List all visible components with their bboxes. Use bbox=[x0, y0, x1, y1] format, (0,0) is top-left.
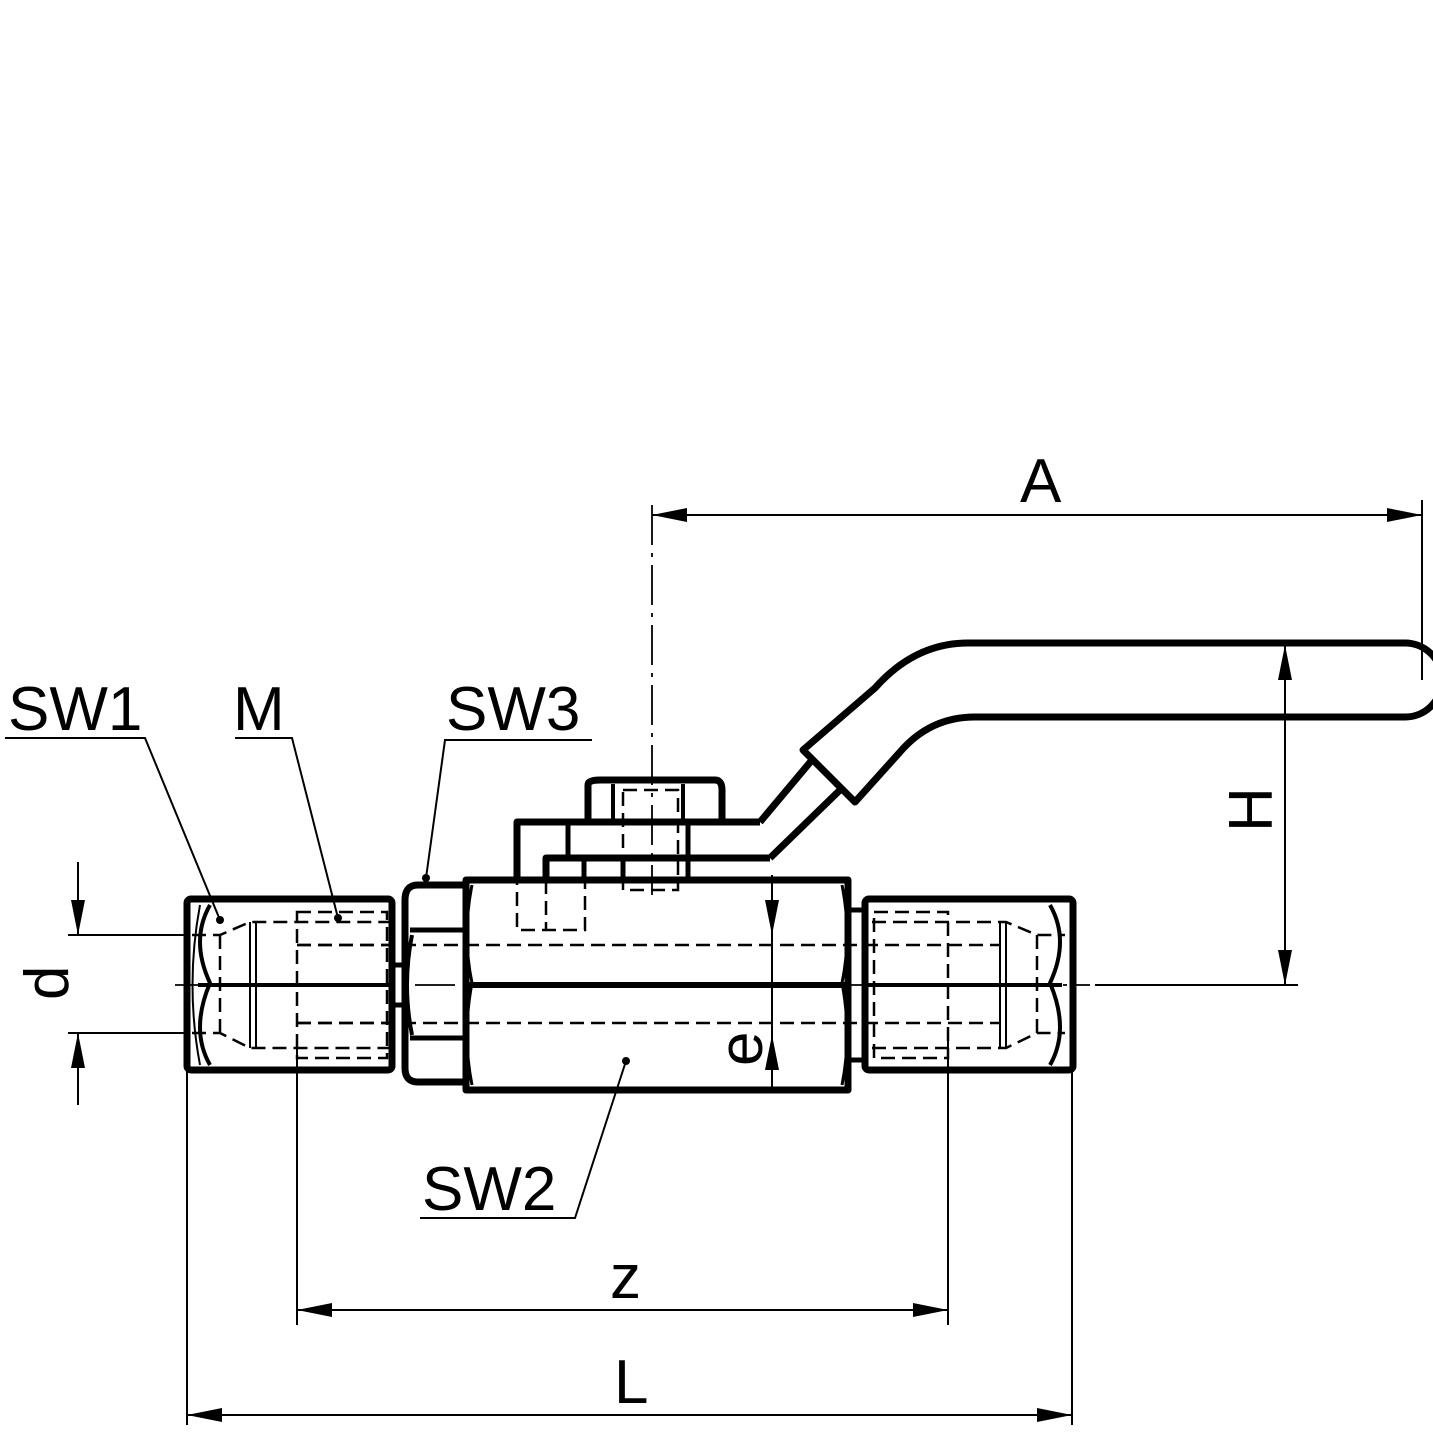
right-union-nut bbox=[845, 895, 1077, 1074]
m-leader bbox=[235, 737, 339, 919]
dim-label-l: L bbox=[614, 1348, 648, 1417]
dimension-l bbox=[186, 1045, 1073, 1425]
dim-label-a: A bbox=[1020, 447, 1062, 516]
dim-label-h: H bbox=[1217, 787, 1286, 832]
dimension-h bbox=[1095, 645, 1298, 986]
sw2-leader bbox=[420, 1060, 627, 1219]
dim-label-e: e bbox=[707, 1032, 776, 1066]
dimension-z bbox=[296, 1040, 949, 1325]
label-sw1: SW1 bbox=[8, 675, 142, 744]
dim-label-z: z bbox=[610, 1243, 641, 1312]
stem-and-handle bbox=[513, 505, 1433, 895]
dim-label-d: d bbox=[13, 966, 82, 1000]
sw3-hex-nut bbox=[401, 874, 465, 1086]
label-sw2: SW2 bbox=[422, 1155, 556, 1224]
label-m: M bbox=[233, 675, 285, 744]
sw3-leader bbox=[425, 739, 592, 879]
sw1-leader bbox=[5, 737, 221, 921]
dimension-a bbox=[652, 500, 1423, 680]
label-sw3: SW3 bbox=[446, 675, 580, 744]
dimension-d bbox=[68, 862, 185, 1105]
left-union-nut bbox=[183, 895, 396, 1074]
